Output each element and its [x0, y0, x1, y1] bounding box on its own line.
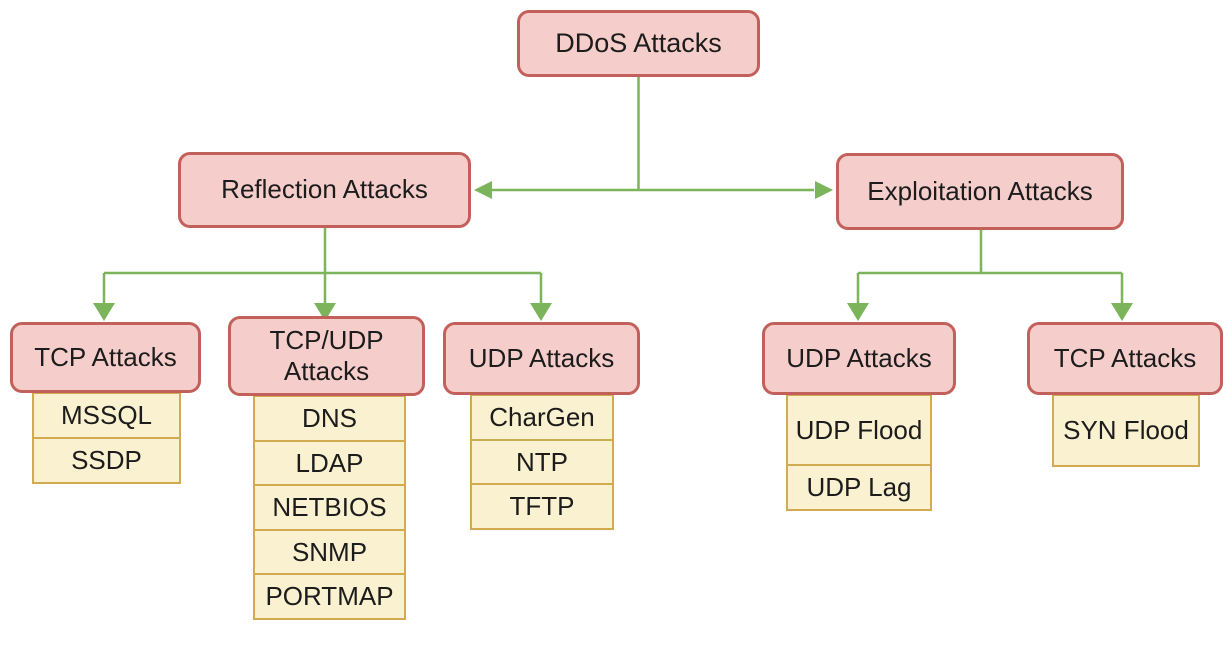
item-udp-lag: UDP Lag — [806, 471, 912, 502]
node-ddos-attacks: DDoS Attacks — [517, 10, 760, 77]
node-reflection-udp-attacks: UDP Attacks — [443, 322, 640, 395]
node-exploitation-udp-attacks-label: UDP Attacks — [786, 342, 932, 373]
list-item: NTP — [470, 438, 614, 486]
node-exploitation-udp-attacks: UDP Attacks — [762, 322, 956, 395]
list-item: TFTP — [470, 483, 614, 530]
node-reflection-attacks: Reflection Attacks — [178, 152, 471, 228]
list-item: UDP Flood — [786, 394, 932, 466]
arrowhead-right-exploitation — [815, 181, 833, 199]
arrowhead-refl-udp — [530, 303, 552, 321]
node-reflection-attacks-label: Reflection Attacks — [221, 174, 428, 205]
list-item: DNS — [253, 395, 406, 442]
item-udp-flood: UDP Flood — [795, 414, 923, 445]
stack-reflection-tcpudp-items: DNS LDAP NETBIOS SNMP PORTMAP — [253, 395, 406, 620]
stack-exploitation-udp-items: UDP Flood UDP Lag — [786, 394, 932, 511]
list-item: SNMP — [253, 528, 406, 576]
node-exploitation-tcp-attacks-label: TCP Attacks — [1053, 342, 1197, 373]
item-snmp: SNMP — [291, 536, 368, 567]
stack-exploitation-tcp-items: SYN Flood — [1052, 394, 1200, 467]
node-exploitation-tcp-attacks: TCP Attacks — [1027, 322, 1223, 395]
node-exploitation-attacks-label: Exploitation Attacks — [867, 175, 1093, 206]
node-reflection-tcp-attacks: TCP Attacks — [10, 322, 201, 393]
arrowhead-refl-tcp — [93, 303, 115, 321]
node-reflection-tcpudp-attacks: TCP/UDP Attacks — [228, 316, 425, 396]
node-reflection-tcp-attacks-label: TCP Attacks — [34, 341, 177, 372]
list-item: MSSQL — [32, 392, 181, 439]
arrowhead-left-reflection — [474, 181, 492, 199]
item-ntp: NTP — [516, 446, 568, 477]
item-portmap: PORTMAP — [265, 581, 394, 612]
arrowhead-expl-udp — [847, 303, 869, 321]
list-item: NETBIOS — [253, 484, 406, 531]
arrowhead-expl-tcp — [1111, 303, 1133, 321]
arrowhead-refl-tcpudp — [314, 303, 336, 321]
node-ddos-attacks-label: DDoS Attacks — [555, 28, 722, 59]
item-chargen: CharGen — [489, 402, 595, 433]
node-reflection-tcpudp-attacks-label: TCP/UDP Attacks — [269, 324, 384, 386]
item-syn-flood: SYN Flood — [1063, 415, 1189, 446]
stack-reflection-tcp-items: MSSQL SSDP — [32, 392, 181, 484]
stack-reflection-udp-items: CharGen NTP TFTP — [470, 394, 614, 530]
list-item: SYN Flood — [1052, 394, 1200, 467]
list-item: SSDP — [32, 436, 181, 484]
item-ssdp: SSDP — [71, 444, 142, 475]
list-item: LDAP — [253, 439, 406, 487]
item-dns: DNS — [302, 403, 357, 434]
item-netbios: NETBIOS — [272, 492, 387, 523]
list-item: PORTMAP — [253, 573, 406, 620]
node-reflection-udp-attacks-label: UDP Attacks — [468, 342, 615, 373]
list-item: CharGen — [470, 394, 614, 441]
list-item: UDP Lag — [786, 463, 932, 511]
item-ldap: LDAP — [295, 447, 364, 478]
node-exploitation-attacks: Exploitation Attacks — [836, 153, 1124, 230]
item-mssql: MSSQL — [60, 400, 153, 431]
item-tftp: TFTP — [509, 491, 575, 522]
